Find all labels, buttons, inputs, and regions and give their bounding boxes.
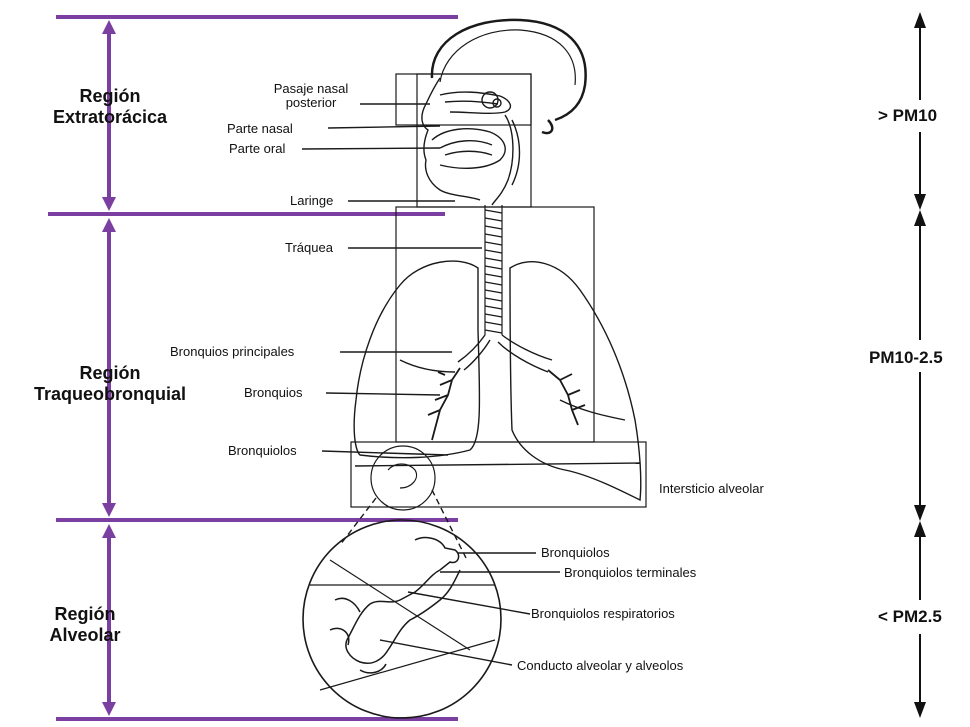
bronchial-tree-right [548,370,585,425]
arrowhead [914,521,926,537]
region-name: Extratorácica [30,107,190,128]
region-extratoracica-label: Región Extratorácica [30,86,190,128]
arrowhead [914,505,926,521]
arrowhead [102,218,116,232]
trachea-ring [485,306,502,309]
region-name: Alveolar [30,625,140,646]
box-thorax [396,207,594,442]
trachea-ring [485,322,502,325]
box-nasal [396,74,531,125]
bronchial-tree-left [428,368,460,440]
region-name: Traqueobronquial [10,384,210,405]
label-bronquiolos-lower: Bronquiolos [541,546,610,560]
arrowhead [102,503,116,517]
label-bronquios: Bronquios [244,386,303,400]
ear-shape [542,120,552,133]
trachea-ring [485,266,502,269]
label-parte-nasal: Parte nasal [227,122,293,136]
trachea-ring [485,218,502,221]
label-parte-oral: Parte oral [229,142,285,156]
trachea-ring [485,282,502,285]
trachea-ring [485,242,502,245]
label-line: Pasaje nasal [259,82,363,96]
trachea-ring [485,290,502,293]
region-traqueobronquial-label: Región Traqueobronquial [10,363,210,405]
pm-size-middle: PM10-2.5 [869,346,943,370]
box-lower-lung [351,442,646,507]
face-profile [422,78,480,200]
label-bronquiolos-terminales: Bronquiolos terminales [564,566,696,580]
nasal-cavity [440,92,510,113]
trachea-ring [485,210,502,213]
label-traquea: Tráquea [285,241,333,255]
arrowhead [914,194,926,210]
region-word: Región [30,86,190,107]
arrowhead [102,20,116,34]
arrowhead [914,210,926,226]
trachea-ring [485,274,502,277]
label-bronquios-principales: Bronquios principales [170,345,294,359]
label-pasaje-nasal: Pasaje nasal posterior [259,82,363,110]
trachea-ring [485,226,502,229]
arrowhead [914,702,926,718]
trachea-ring-group [485,210,502,333]
trachea-ring [485,330,502,333]
bronchus-right [498,335,552,372]
arrowhead [102,524,116,538]
label-laringe: Laringe [290,194,333,208]
region-word: Región [10,363,210,384]
magnify-circle-small [371,446,435,510]
label-bronquiolos-respiratorios: Bronquiolos respiratorios [531,607,675,621]
bronchus-left [458,335,490,370]
magnify-circle-large [303,520,501,718]
trachea-ring [485,234,502,237]
trachea-ring [485,250,502,253]
pharynx [492,115,513,205]
leader-lines [302,104,640,665]
label-line: posterior [259,96,363,110]
arrowhead [102,197,116,211]
pm-size-bottom: < PM2.5 [878,605,942,629]
label-intersticio-alveolar: Intersticio alveolar [659,482,764,496]
arrowhead [914,12,926,28]
trachea-ring [485,314,502,317]
region-alveolar-label: Región Alveolar [30,604,140,646]
trachea-ring [485,258,502,261]
region-word: Región [30,604,140,625]
trachea-ring [485,298,502,301]
label-bronquiolos-upper: Bronquiolos [228,444,297,458]
head-outline [432,20,586,120]
arrowhead [102,702,116,716]
label-conducto-alveolar: Conducto alveolar y alveolos [517,659,683,673]
pm-size-top: > PM10 [878,104,937,128]
oral-cavity [432,129,505,169]
